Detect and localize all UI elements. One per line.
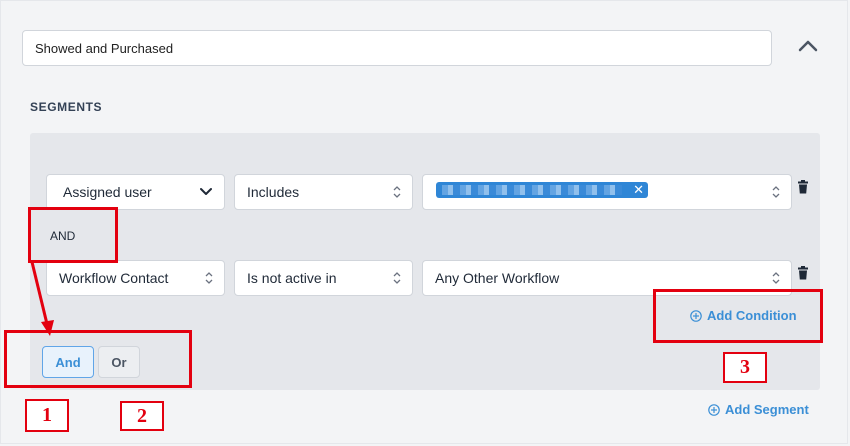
add-condition-link[interactable]: Add Condition — [690, 308, 797, 323]
add-segment-label: Add Segment — [725, 402, 809, 417]
annotation-number-3: 3 — [723, 352, 767, 383]
collapse-button[interactable] — [795, 34, 821, 58]
segments-heading: SEGMENTS — [30, 100, 103, 114]
sort-arrows-icon — [772, 186, 780, 198]
condition-1-operator-label: Includes — [247, 184, 300, 200]
add-segment-link[interactable]: Add Segment — [708, 402, 809, 417]
chevron-down-icon — [200, 188, 212, 195]
delete-condition-1-button[interactable] — [797, 180, 809, 194]
condition-2-field-select[interactable]: Workflow Contact — [46, 260, 225, 296]
annotation-number-1: 1 — [25, 399, 69, 432]
chip-remove-icon[interactable]: ✕ — [633, 182, 644, 197]
annotation-box-and-or-buttons — [4, 330, 192, 388]
trash-icon — [798, 266, 808, 280]
selected-user-chip[interactable]: ✕ — [436, 182, 648, 198]
and-joiner-label: AND — [50, 229, 76, 243]
plus-circle-icon — [690, 309, 702, 322]
and-button[interactable]: And — [42, 346, 94, 378]
condition-1-field-select[interactable]: Assigned user — [46, 174, 225, 210]
chevron-up-icon — [798, 40, 818, 52]
sort-arrows-icon — [772, 272, 780, 284]
redacted-user-name — [442, 185, 622, 195]
sort-arrows-icon — [393, 186, 401, 198]
annotation-number-2: 2 — [120, 401, 164, 431]
condition-2-value-label: Any Other Workflow — [435, 270, 560, 286]
sort-arrows-icon — [205, 272, 213, 284]
condition-2-operator-select[interactable]: Is not active in — [234, 260, 413, 296]
add-condition-label: Add Condition — [707, 308, 797, 323]
annotation-box-add-condition — [653, 289, 823, 343]
trash-icon — [798, 180, 808, 194]
condition-1-field-label: Assigned user — [63, 184, 152, 200]
segment-name-input[interactable] — [22, 30, 772, 66]
or-button[interactable]: Or — [98, 346, 140, 378]
plus-circle-icon — [708, 403, 720, 416]
sort-arrows-icon — [393, 272, 401, 284]
annotation-box-and-label — [28, 207, 118, 263]
condition-1-operator-select[interactable]: Includes — [234, 174, 413, 210]
condition-2-field-label: Workflow Contact — [59, 270, 169, 286]
condition-2-operator-label: Is not active in — [247, 270, 337, 286]
delete-condition-2-button[interactable] — [797, 266, 809, 280]
